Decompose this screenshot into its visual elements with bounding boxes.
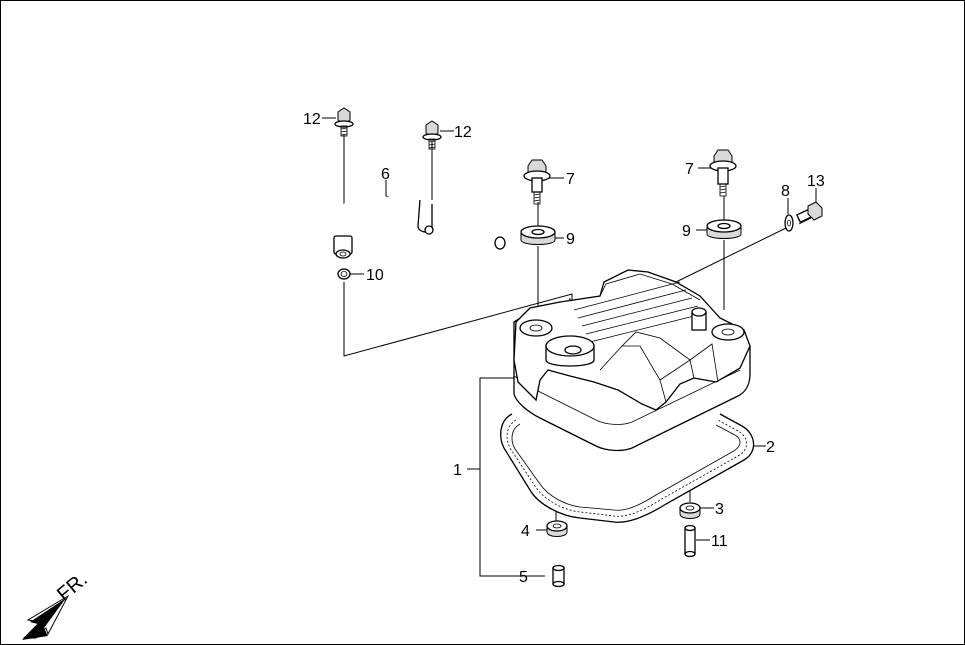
front-label: FR. <box>53 568 92 606</box>
callout-12-left: 12 <box>303 111 321 128</box>
cylinder-head-cover-1 <box>513 269 751 452</box>
callout-12-right: 12 <box>454 124 472 141</box>
flange-bolt-12-left <box>334 107 354 137</box>
callout-13: 13 <box>807 173 825 190</box>
breather-hose-6 <box>333 194 506 259</box>
rubber-4 <box>546 520 568 537</box>
callout-2: 2 <box>766 439 775 456</box>
collar-5 <box>552 564 565 588</box>
flange-bolt-12-right <box>422 120 442 150</box>
rubber-seal-9-left <box>520 225 556 245</box>
callout-7-left: 7 <box>566 171 575 188</box>
dowel-pin-11 <box>684 524 696 558</box>
callout-labels: 1 2 3 4 5 6 7 7 8 9 9 10 11 12 12 13 <box>303 111 825 586</box>
rubber-3 <box>679 502 701 519</box>
bolt-13 <box>796 201 823 225</box>
callout-10: 10 <box>366 267 384 284</box>
callout-9-left: 9 <box>566 231 575 248</box>
callout-6: 6 <box>381 166 390 183</box>
callout-8: 8 <box>781 183 790 200</box>
callout-1: 1 <box>453 462 462 479</box>
callout-9-right: 9 <box>682 223 691 240</box>
washer-8 <box>784 214 794 232</box>
cover-gasket-2 <box>500 413 755 523</box>
cover-bolt-7-left <box>523 159 551 205</box>
callout-3: 3 <box>715 501 724 518</box>
front-direction-arrow: FR. <box>22 568 92 640</box>
callout-11: 11 <box>711 533 728 550</box>
rubber-seal-9-right <box>706 219 742 239</box>
callout-7-right: 7 <box>685 161 694 178</box>
callout-5: 5 <box>519 569 528 586</box>
washer-10 <box>337 268 351 280</box>
cover-bolt-7-right <box>709 149 737 197</box>
callout-4: 4 <box>521 523 530 540</box>
